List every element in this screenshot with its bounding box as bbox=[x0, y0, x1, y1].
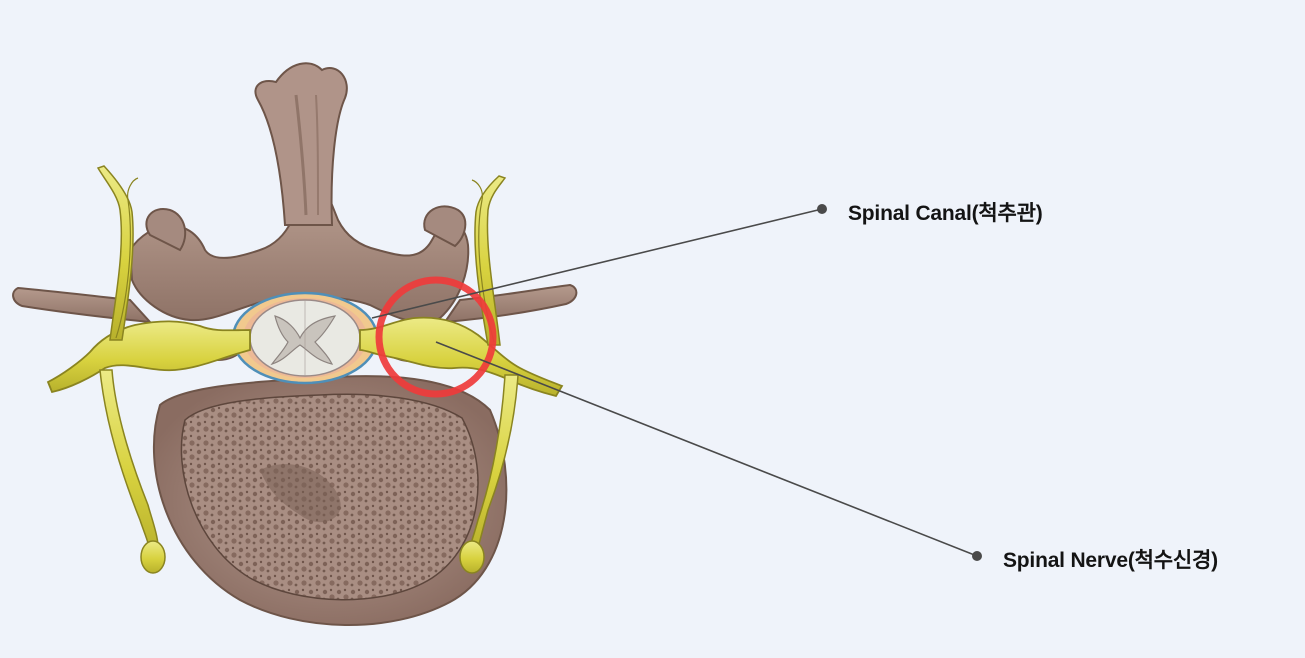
nerve-leader-line bbox=[435, 341, 978, 557]
vertebral-body bbox=[152, 375, 508, 626]
spinal-nerve-label: Spinal Nerve(척수신경) bbox=[1003, 549, 1218, 572]
highlight-circle bbox=[375, 276, 497, 398]
pointer-dot-icon bbox=[817, 204, 827, 214]
spinal-canal-label: Spinal Canal(척추관) bbox=[848, 202, 1043, 225]
pointer-dot-icon bbox=[972, 551, 982, 561]
canal-leader-line bbox=[371, 208, 823, 319]
leader-lines bbox=[371, 204, 982, 561]
spinal-canal bbox=[231, 291, 379, 385]
spinal-nerves bbox=[46, 165, 564, 574]
